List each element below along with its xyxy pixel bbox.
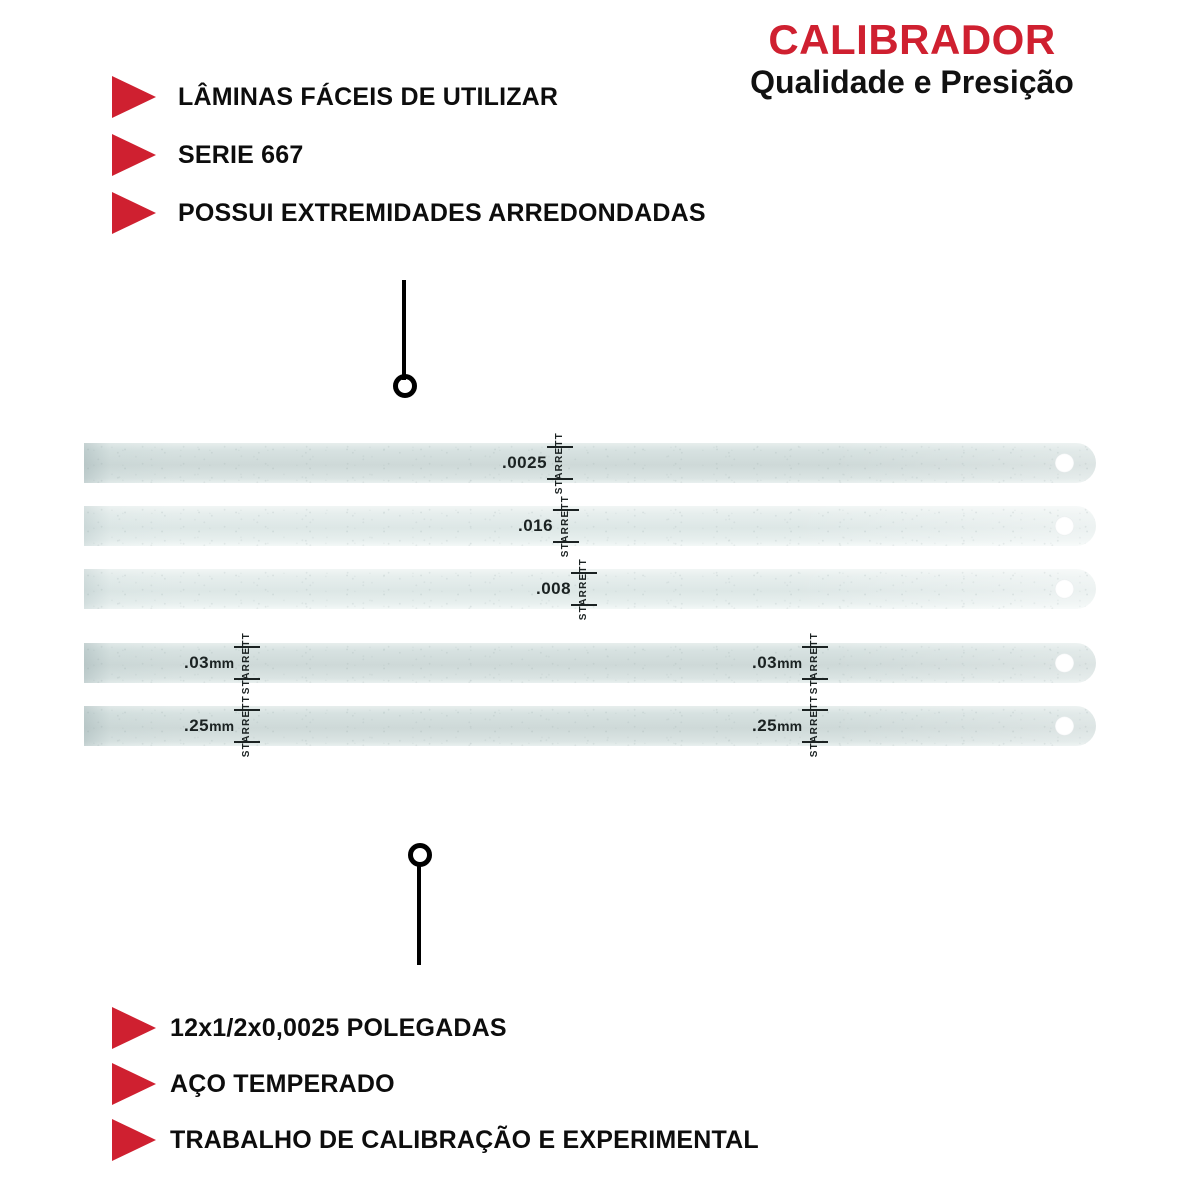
blade-hole [1055,453,1074,473]
blade-row: .0025 STARRETT [84,432,1096,494]
brand-stamp-label: STARRETT [554,431,566,495]
blade-thickness-label: .03mm [184,653,235,672]
arrow-bullet-icon [112,1007,156,1049]
blade-hole [1055,653,1074,673]
feature-list-top: LÂMINAS FÁCEIS DE UTILIZAR SERIE 667 POS… [112,68,706,242]
stamp-bar [547,446,574,448]
blade-body [84,569,1096,609]
brand-stamp: STARRETT [547,432,574,494]
brand-stamp: STARRETT [802,632,829,694]
blade-marking: .25mm STARRETT [184,695,261,757]
brand-stamp: STARRETT [234,695,261,757]
callout-circle-icon [393,374,417,398]
feature-item: SERIE 667 [112,126,706,184]
blade-marking: .016 STARRETT [518,495,580,557]
stamp-bar [553,509,580,511]
brand-stamp-label: STARRETT [241,694,253,758]
arrow-bullet-icon [112,192,156,234]
brand-stamp: STARRETT [234,632,261,694]
feature-label: SERIE 667 [178,140,304,169]
blade-thickness-label: .03mm [752,653,803,672]
blade-row: .03mm STARRETT .03mm STARRETT [84,632,1096,694]
stamp-bar [547,478,574,480]
stamp-bar [234,709,261,711]
arrow-bullet-icon [112,134,156,176]
brand-stamp-label: STARRETT [578,557,590,621]
brand-stamp: STARRETT [553,495,580,557]
blade-hole [1055,716,1074,736]
blade-body [84,706,1096,746]
blade-hole [1055,579,1074,599]
stamp-bar [234,646,261,648]
feature-item: AÇO TEMPERADO [112,1056,759,1112]
brand-title: CALIBRADOR [768,16,1056,63]
callout-line [402,280,406,380]
callout-pointer-top [393,280,419,402]
blade-marking: .0025 STARRETT [502,432,574,494]
stamp-bar [553,541,580,543]
feature-label: AÇO TEMPERADO [170,1069,395,1098]
blade-row: .25mm STARRETT .25mm STARRETT [84,695,1096,757]
blade-thickness-label: .25mm [184,716,235,735]
blade-body [84,506,1096,546]
blade-marking: .25mm STARRETT [752,695,829,757]
blade-thickness-label: .25mm [752,716,803,735]
blade-thickness-label: .0025 [502,453,548,472]
callout-line [417,863,421,965]
stamp-bar [802,709,829,711]
feature-label: POSSUI EXTREMIDADES ARREDONDADAS [178,198,706,227]
brand-header: CALIBRADOR Qualidade e Presição [702,16,1122,101]
feature-label: 12x1/2x0,0025 POLEGADAS [170,1013,507,1042]
brand-subtitle: Qualidade e Presição [750,64,1074,101]
feeler-gauge-blades: .0025 STARRETT .016 STARRETT [84,432,1096,763]
feature-label: LÂMINAS FÁCEIS DE UTILIZAR [178,82,559,111]
feature-label: TRABALHO DE CALIBRAÇÃO E EXPERIMENTAL [170,1125,759,1154]
brand-stamp-label: STARRETT [241,631,253,695]
blade-row: .008 STARRETT [84,558,1096,620]
brand-stamp-label: STARRETT [809,694,821,758]
blade-body [84,443,1096,483]
stamp-bar [234,741,261,743]
blade-body [84,643,1096,683]
arrow-bullet-icon [112,1063,156,1105]
blade-marking: .008 STARRETT [536,558,598,620]
blade-marking: .03mm STARRETT [184,632,261,694]
feature-item: 12x1/2x0,0025 POLEGADAS [112,1000,759,1056]
stamp-bar [234,678,261,680]
callout-pointer-bottom [408,843,434,965]
blade-thickness-label: .008 [536,579,572,598]
brand-stamp: STARRETT [571,558,598,620]
arrow-bullet-icon [112,1119,156,1161]
stamp-bar [802,741,829,743]
feature-item: LÂMINAS FÁCEIS DE UTILIZAR [112,68,706,126]
blade-marking: .03mm STARRETT [752,632,829,694]
stamp-bar [571,572,598,574]
feature-list-bottom: 12x1/2x0,0025 POLEGADAS AÇO TEMPERADO TR… [112,1000,759,1168]
stamp-bar [571,604,598,606]
blade-thickness-label: .016 [518,516,554,535]
brand-stamp-label: STARRETT [560,494,572,558]
stamp-bar [802,646,829,648]
feature-item: TRABALHO DE CALIBRAÇÃO E EXPERIMENTAL [112,1112,759,1168]
brand-stamp: STARRETT [802,695,829,757]
brand-stamp-label: STARRETT [809,631,821,695]
stamp-bar [802,678,829,680]
blade-row: .016 STARRETT [84,495,1096,557]
blade-hole [1055,516,1074,536]
feature-item: POSSUI EXTREMIDADES ARREDONDADAS [112,184,706,242]
arrow-bullet-icon [112,76,156,118]
